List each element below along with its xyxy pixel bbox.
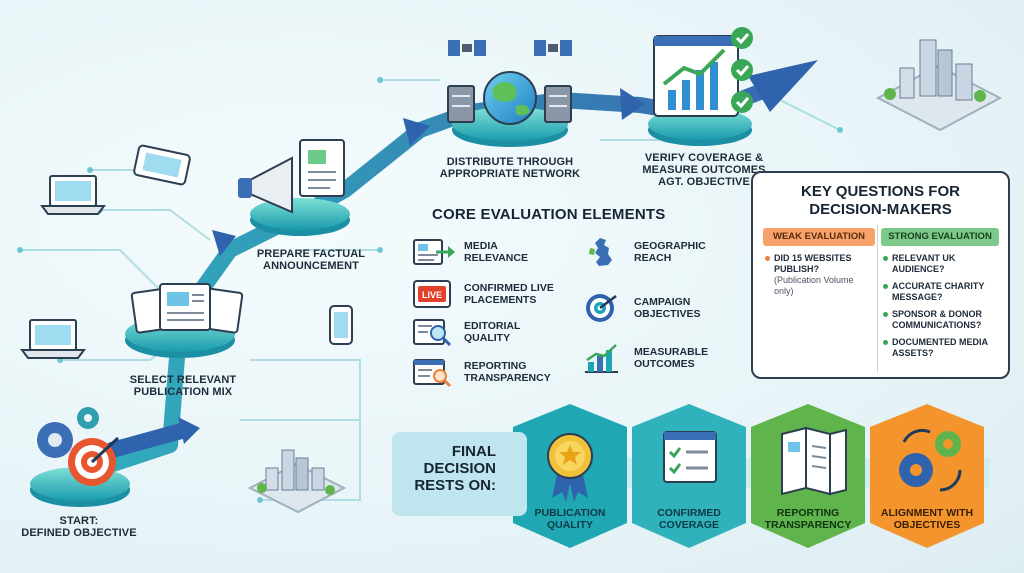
- core-item-media-relevance: MEDIA RELEVANCE: [412, 236, 564, 268]
- award-ribbon-icon: [547, 433, 593, 502]
- city-bottom-icon: [247, 449, 347, 514]
- laptop-bottom-icon: [20, 319, 86, 359]
- newspapers-icon: [130, 283, 244, 334]
- final-decision-box: [392, 432, 527, 516]
- core-item-geographic-reach: GEOGRAPHIC REACH: [582, 236, 734, 268]
- final-decision-label: FINAL DECISION RESTS ON:: [414, 443, 496, 494]
- core-item-label: CAMPAIGN OBJECTIVES: [634, 296, 701, 320]
- strong-item: ACCURATE CHARITY MESSAGE?: [883, 281, 1001, 303]
- brochure-icon: [781, 426, 847, 496]
- weak-evaluation-heading: WEAK EVALUATION: [763, 228, 875, 246]
- checklist-icon: [663, 431, 717, 483]
- target-gears-icon: [37, 407, 120, 486]
- city-icon: [875, 39, 1003, 132]
- report-search-icon: [413, 359, 452, 388]
- strong-item: RELEVANT UK AUDIENCE?: [883, 253, 1001, 275]
- devices-icons: [20, 144, 353, 359]
- bar-chart-icon: [585, 344, 618, 373]
- core-elements-title: CORE EVALUATION ELEMENTS: [432, 206, 666, 223]
- phone-icon: [329, 305, 353, 345]
- key-questions-title: KEY QUESTIONS FOR DECISION-MAKERS: [801, 183, 960, 218]
- strong-item: SPONSOR & DONOR COMMUNICATIONS?: [883, 309, 1001, 331]
- core-item-label: MEDIA RELEVANCE: [464, 240, 528, 264]
- hex-label-alignment-objectives: ALIGNMENT WITH OBJECTIVES: [880, 507, 974, 531]
- strong-evaluation-heading: STRONG EVALUATION: [881, 228, 999, 246]
- tablet-icon: [133, 144, 191, 186]
- laptop-top-icon: [40, 175, 106, 215]
- strong-item: DOCUMENTED MEDIA ASSETS?: [883, 337, 1001, 359]
- core-item-label: REPORTING TRANSPARENCY: [464, 360, 551, 384]
- uk-map-icon: [589, 238, 612, 266]
- hex-label-reporting-transparency: REPORTING TRANSPARENCY: [764, 507, 852, 531]
- core-item-campaign-objectives: CAMPAIGN OBJECTIVES: [582, 292, 734, 324]
- network-globe-icon: [447, 40, 572, 125]
- step-select-label: SELECT RELEVANT PUBLICATION MIX: [129, 374, 237, 398]
- gears-icon: [899, 428, 962, 492]
- core-item-label: GEOGRAPHIC REACH: [634, 240, 706, 264]
- core-item-reporting-transparency: REPORTING TRANSPARENCY: [412, 356, 564, 388]
- key-questions-panel: KEY QUESTIONS FOR DECISION-MAKERS WEAK E…: [751, 171, 1010, 379]
- megaphone-icon: [238, 139, 345, 214]
- step-distribute-label: DISTRIBUTE THROUGH APPROPRIATE NETWORK: [439, 156, 581, 180]
- newspaper-arrow-icon: [413, 239, 455, 265]
- weak-evaluation-list: DID 15 WEBSITES PUBLISH? (Publication Vo…: [765, 253, 871, 303]
- weak-item: DID 15 WEBSITES PUBLISH? (Publication Vo…: [765, 253, 871, 297]
- hex-label-publication-quality: PUBLICATION QUALITY: [534, 507, 606, 531]
- dashboard-checkmarks-icon: [653, 27, 753, 117]
- hex-label-confirmed-coverage: CONFIRMED COVERAGE: [657, 507, 721, 531]
- weak-item-note: (Publication Volume only): [774, 275, 854, 296]
- strong-evaluation-list: RELEVANT UK AUDIENCE? ACCURATE CHARITY M…: [883, 253, 1001, 365]
- step-verify-label: VERIFY COVERAGE & MEASURE OUTCOMES AGT. …: [642, 152, 766, 188]
- target-icon: [586, 294, 617, 322]
- core-item-editorial-quality: EDITORIAL QUALITY: [412, 316, 564, 348]
- live-badge-icon: LIVE: [413, 280, 451, 308]
- weak-item-text: DID 15 WEBSITES PUBLISH?: [774, 253, 852, 274]
- magnifier-document-icon: [413, 319, 452, 347]
- step-start-label: START: DEFINED OBJECTIVE: [21, 515, 137, 539]
- core-item-label: MEASURABLE OUTCOMES: [634, 346, 709, 370]
- core-item-label: EDITORIAL QUALITY: [464, 320, 521, 344]
- core-item-measurable-outcomes: MEASURABLE OUTCOMES: [582, 342, 734, 374]
- step-prepare-label: PREPARE FACTUAL ANNOUNCEMENT: [256, 248, 366, 272]
- live-badge-text: LIVE: [422, 290, 442, 300]
- core-item-live-placements: LIVE CONFIRMED LIVE PLACEMENTS: [412, 278, 564, 310]
- core-item-label: CONFIRMED LIVE PLACEMENTS: [464, 282, 554, 306]
- column-divider: [877, 225, 878, 373]
